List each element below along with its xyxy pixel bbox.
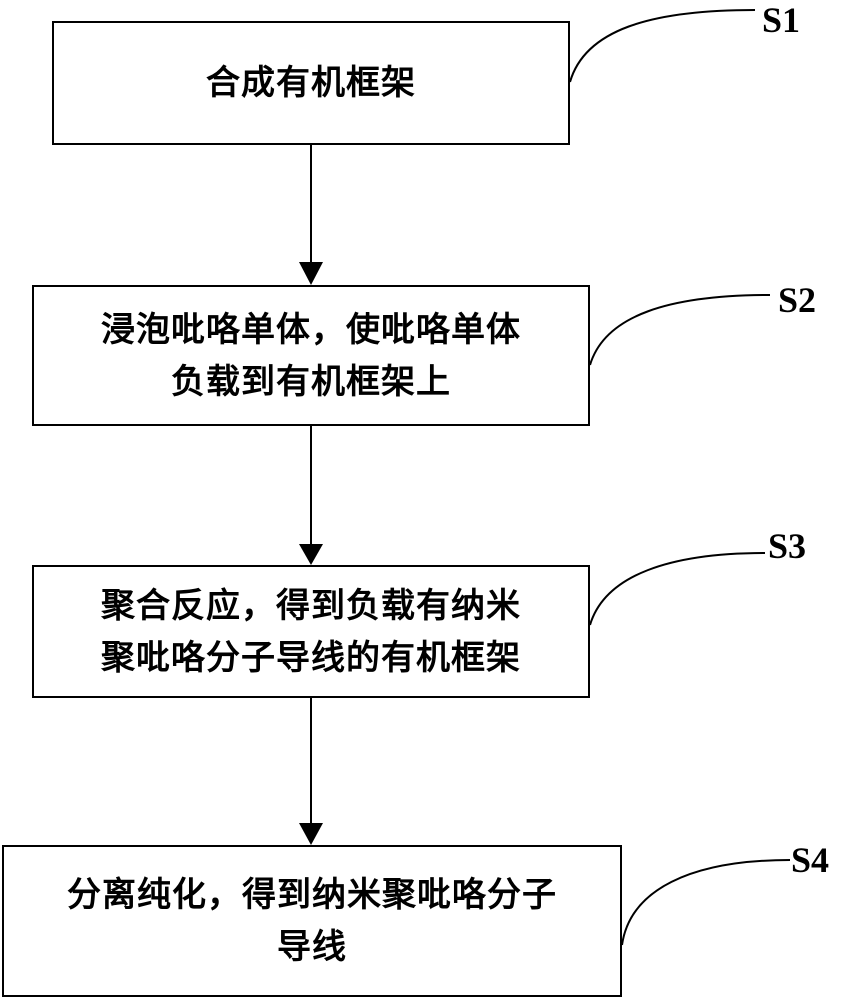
step-text-s3: 聚合反应，得到负载有纳米 聚吡咯分子导线的有机框架 <box>101 585 521 678</box>
label-leader-s1 <box>569 9 756 83</box>
label-leader-s2 <box>589 294 771 366</box>
step-box-s4: 分离纯化，得到纳米聚吡咯分子 导线 <box>2 845 622 997</box>
step-text-s4: 分离纯化，得到纳米聚吡咯分子 导线 <box>67 875 557 967</box>
step-text-s1: 合成有机框架 <box>206 63 416 103</box>
step-box-s2: 浸泡吡咯单体，使吡咯单体 负载到有机框架上 <box>32 285 590 426</box>
label-leader-s3 <box>589 552 766 626</box>
arrow-s2-to-s3 <box>299 424 323 565</box>
label-leader-s4 <box>621 859 791 946</box>
step-label-s3: S3 <box>768 526 807 566</box>
arrow-s3-to-s4 <box>299 696 323 845</box>
step-label-s1: S1 <box>762 0 801 40</box>
step-box-s1: 合成有机框架 <box>52 21 570 145</box>
arrow-s1-to-s2 <box>299 143 323 285</box>
step-label-s2: S2 <box>778 280 817 320</box>
step-box-s3: 聚合反应，得到负载有纳米 聚吡咯分子导线的有机框架 <box>32 565 590 698</box>
step-label-s4: S4 <box>791 840 830 880</box>
step-text-s2: 浸泡吡咯单体，使吡咯单体 负载到有机框架上 <box>101 309 521 402</box>
